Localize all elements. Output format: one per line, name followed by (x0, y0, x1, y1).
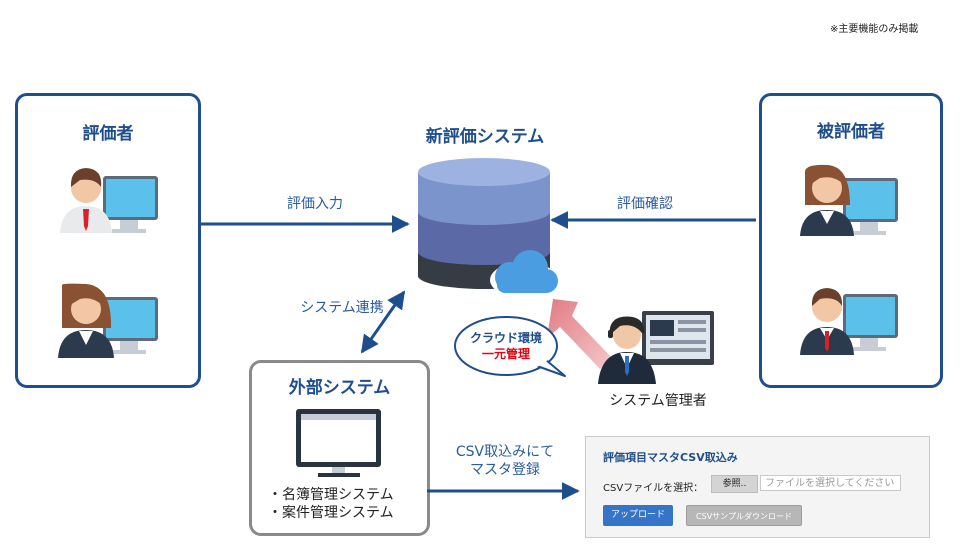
csv-file-label: CSVファイルを選択： (603, 483, 704, 494)
admin-arrow (547, 299, 612, 369)
cloud-bubble-text: クラウド環境 一元管理 (455, 330, 557, 362)
person-with-monitor-icon (800, 288, 898, 355)
upload-button[interactable]: アップロード (603, 505, 673, 526)
arrow-label-csv: CSV取込みにて マスタ登録 (440, 443, 570, 479)
list-item: ・名簿管理システム (268, 487, 394, 503)
csv-panel-title: 評価項目マスタCSV取込み (603, 451, 738, 464)
evaluator-title: 評価者 (82, 124, 134, 144)
evaluatee-title: 被評価者 (817, 122, 885, 142)
monitor-icon (296, 409, 381, 477)
external-system-title: 外部システム (288, 378, 391, 398)
footnote: ※主要機能のみ掲載 (830, 24, 919, 35)
admin-label: システム管理者 (609, 393, 707, 409)
csv-label-line1: CSV取込みにて (455, 444, 555, 460)
database-icon (418, 158, 550, 289)
person-with-monitor-icon (58, 283, 158, 358)
arrow-label-input: 評価入力 (287, 196, 343, 212)
arrow-integration (360, 290, 406, 354)
csv-sample-download-button[interactable]: CSVサンプルダウンロード (686, 505, 802, 526)
bubble-line1: クラウド環境 (469, 331, 542, 345)
external-system-list: ・名簿管理システム ・案件管理システム (268, 486, 394, 522)
system-title: 新評価システム (425, 127, 545, 147)
csv-import-panel: 評価項目マスタCSV取込み CSVファイルを選択： 参照.. ファイルを選択して… (585, 436, 930, 538)
person-with-monitor-icon (60, 168, 158, 233)
arrow-label-confirm: 評価確認 (617, 196, 673, 212)
evaluatee-box (759, 93, 943, 388)
cloud-icon (490, 250, 558, 298)
speech-bubble (454, 316, 566, 377)
browse-button[interactable]: 参照.. (711, 475, 758, 493)
file-input[interactable]: ファイルを選択してください (760, 475, 901, 491)
csv-label-line2: マスタ登録 (470, 462, 540, 478)
bubble-line2: 一元管理 (481, 347, 530, 361)
person-with-monitor-icon (800, 164, 898, 236)
list-item: ・案件管理システム (268, 505, 394, 521)
admin-icon (598, 311, 714, 384)
